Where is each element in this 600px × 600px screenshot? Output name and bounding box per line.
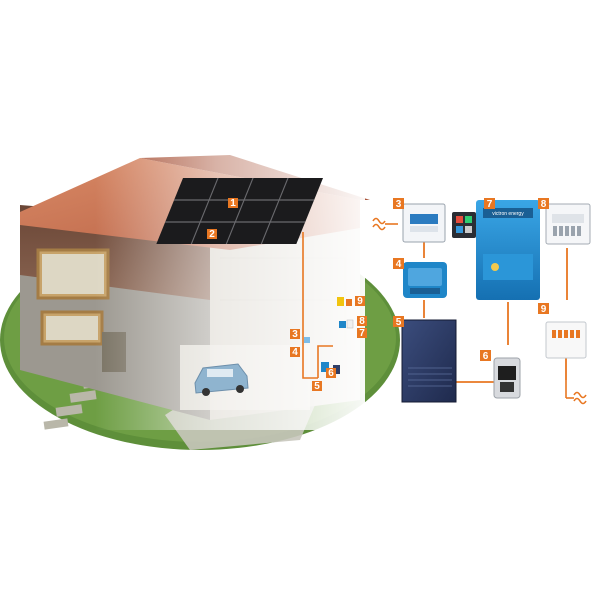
component-badge-label: 6 <box>483 351 489 362</box>
house-devices <box>304 297 354 374</box>
inverter-charger-icon: victron energy <box>476 200 540 300</box>
car-icon <box>194 363 249 396</box>
house-badge-label: 9 <box>357 296 363 307</box>
ac-wave-output-icon <box>565 380 587 405</box>
house-badge-label: 6 <box>328 368 334 379</box>
ac-wave-icon <box>372 217 398 231</box>
house-badge-label: 7 <box>359 328 365 339</box>
house-badge-9: 9 <box>355 296 365 307</box>
component-badge-4: 4 <box>393 258 404 270</box>
consumer-unit-icon <box>545 321 587 359</box>
mppt-charge-controller-icon <box>403 262 447 298</box>
house-badge-7: 7 <box>357 328 367 339</box>
wiring <box>423 242 568 383</box>
component-badge-8: 8 <box>538 198 549 210</box>
component-badge-label: 9 <box>541 304 547 315</box>
component-badge-6: 6 <box>480 350 491 362</box>
solar-panel-array <box>156 178 323 244</box>
inverter-brand-text: victron energy <box>492 211 524 217</box>
house-badge-6: 6 <box>326 368 336 379</box>
component-badge-7: 7 <box>484 198 495 210</box>
component-badge-3: 3 <box>393 198 404 210</box>
control-panel-icon <box>452 212 476 238</box>
ac-output-panel-icon <box>545 203 591 245</box>
house-badge-3: 3 <box>290 329 300 340</box>
battery-switch-icon <box>493 357 521 399</box>
house-badge-label: 3 <box>292 329 298 340</box>
ac-distribution-box-icon <box>402 203 446 243</box>
component-badge-label: 3 <box>396 199 402 210</box>
house-badge-8: 8 <box>357 316 367 327</box>
house-badge-label: 2 <box>209 229 215 240</box>
house-badge-4: 4 <box>290 347 300 358</box>
house-badge-1: 1 <box>228 198 238 209</box>
component-badge-label: 5 <box>396 317 402 328</box>
component-badge-label: 7 <box>487 199 493 210</box>
house-badge-label: 5 <box>314 381 320 392</box>
house-badge-label: 4 <box>292 347 298 358</box>
component-badge-5: 5 <box>393 316 404 328</box>
house-badge-5: 5 <box>312 381 322 392</box>
component-badge-label: 8 <box>541 199 547 210</box>
house-badge-label: 8 <box>359 316 365 327</box>
component-badge-label: 4 <box>396 259 402 270</box>
component-badge-9: 9 <box>538 303 549 315</box>
battery-bank-icon <box>401 319 457 403</box>
house-badge-2: 2 <box>207 229 217 240</box>
house-cable <box>302 232 333 379</box>
house-badge-label: 1 <box>230 198 236 209</box>
